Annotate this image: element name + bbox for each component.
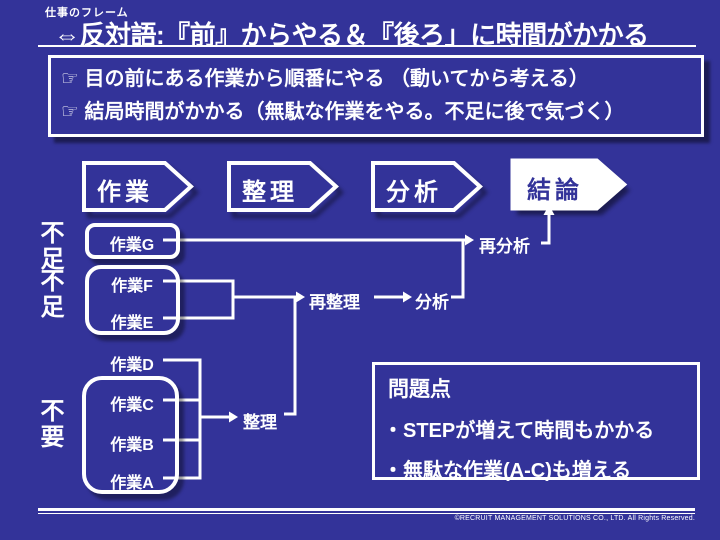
title-underline bbox=[38, 45, 696, 47]
task-label-d: 作業D bbox=[110, 357, 154, 374]
task-label-b: 作業B bbox=[110, 437, 154, 454]
problem-item: ・STEPが増えて時間もかかる bbox=[383, 420, 655, 442]
footer-rule-thin bbox=[38, 513, 695, 514]
flow-label-reanalyze: 再分析 bbox=[479, 237, 530, 256]
side-label-shortage-2: 不足 bbox=[36, 268, 63, 320]
step-organize-label: 整理 bbox=[242, 179, 298, 206]
frame-tag: 仕事のフレーム bbox=[45, 7, 129, 19]
summary-item: ☞ 目の前にある作業から順番にやる （動いてから考える） bbox=[61, 68, 589, 90]
flow-label-reorganize: 再整理 bbox=[309, 293, 360, 312]
task-label-e: 作業E bbox=[110, 315, 154, 332]
task-box-fe bbox=[85, 265, 180, 335]
task-box-cba bbox=[82, 376, 179, 494]
summary-item: ☞ 結局時間がかかる（無駄な作業をやる。不足に後で気づく） bbox=[61, 101, 625, 123]
flow-label-analyze: 分析 bbox=[415, 293, 449, 312]
problem-box: 問題点 ・STEPが増えて時間もかかる ・無駄な作業(A-C)も増える bbox=[372, 362, 700, 482]
step-conclusion-label: 結論 bbox=[527, 177, 583, 204]
flow-label-organize: 整理 bbox=[243, 413, 277, 432]
step-work-label: 作業 bbox=[97, 179, 153, 206]
problem-item: ・無駄な作業(A-C)も増える bbox=[383, 460, 632, 482]
task-box-g bbox=[85, 223, 180, 259]
copyright: ©RECRUIT MANAGEMENT SOLUTIONS CO., LTD. … bbox=[454, 515, 695, 522]
task-label-c: 作業C bbox=[110, 397, 154, 414]
summary-box: ☞ 目の前にある作業から順番にやる （動いてから考える） ☞ 結局時間がかかる（… bbox=[48, 55, 704, 137]
side-label-shortage-1: 不足 bbox=[36, 220, 63, 272]
task-label-f: 作業F bbox=[111, 278, 153, 295]
problem-title: 問題点 bbox=[388, 378, 451, 401]
footer-rule-thick bbox=[38, 508, 695, 511]
task-label-a: 作業A bbox=[110, 475, 154, 492]
side-label-unneeded: 不要 bbox=[36, 398, 63, 450]
step-analyze-label: 分析 bbox=[386, 179, 442, 206]
task-label-g: 作業G bbox=[109, 237, 155, 254]
